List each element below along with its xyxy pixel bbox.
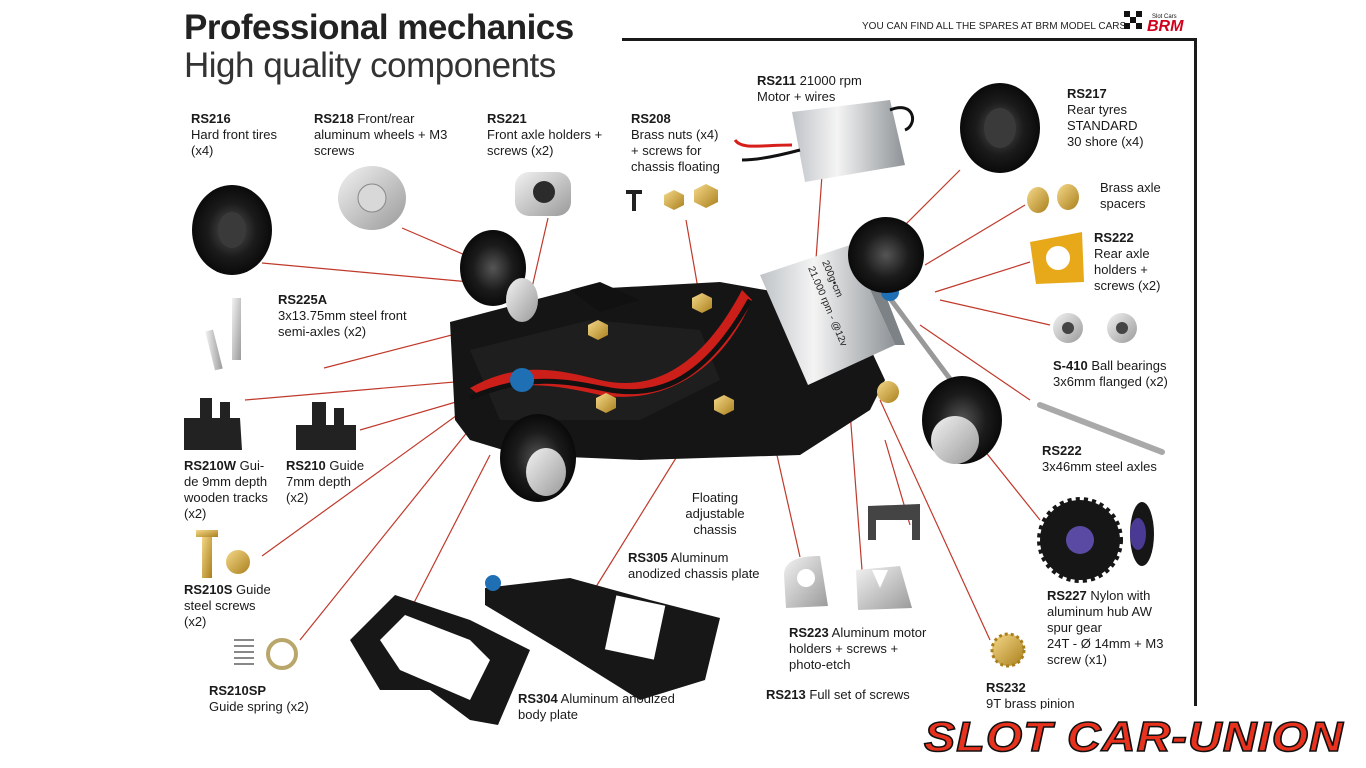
tire-icon (460, 217, 1002, 502)
brass-spacer-icon (1027, 184, 1079, 213)
page-subtitle: High quality components (184, 46, 556, 85)
steel-axle-icon (1037, 402, 1165, 455)
page-title: Professional mechanics (184, 8, 574, 47)
guide-screw-icon (196, 530, 250, 578)
spares-tagline: YOU CAN FIND ALL THE SPARES AT BRM MODEL… (862, 21, 1127, 32)
rs223-motor-holder-icon (784, 504, 920, 610)
rs227-spur-gear-icon (1037, 497, 1154, 583)
rs216-tire-icon (192, 185, 272, 275)
rs305-chassis-plate-icon (485, 575, 720, 700)
rs222-rear-holder-icon (1030, 232, 1084, 284)
brm-logo-icon: Slot Cars BRM (1124, 11, 1184, 33)
brm-logo-text: BRM (1147, 18, 1184, 33)
rs221-axle-holder-icon (515, 172, 571, 216)
rs210w-guide-icon (184, 398, 242, 450)
slot-car-union-watermark: SLOT CAR-UNION (901, 709, 1359, 761)
brass-nut-icon (588, 293, 734, 415)
rs304-body-plate-icon (350, 595, 530, 725)
ball-bearing-icon (1053, 313, 1137, 343)
rs218-wheel-icon (338, 166, 406, 230)
semi-axle-icon (205, 298, 241, 371)
rs217-tire-icon (960, 83, 1040, 173)
rs210-guide-icon (296, 402, 356, 450)
brm-logo-small: Slot Cars (1152, 14, 1177, 20)
rs208-brass-nuts-icon (626, 184, 718, 211)
watermark-text: SLOT CAR-UNION (924, 713, 1345, 760)
rs232-pinion-icon (990, 632, 1026, 668)
header-rule (622, 38, 1196, 41)
label-rs213: RS213 Full set of screws (766, 687, 910, 702)
chassis-assembly: 21.000 rpm - @12v 200g•cm (450, 217, 1002, 502)
guide-spring-icon (234, 638, 298, 670)
frame-rule (1194, 38, 1197, 706)
rs211-motor-icon (733, 100, 914, 182)
